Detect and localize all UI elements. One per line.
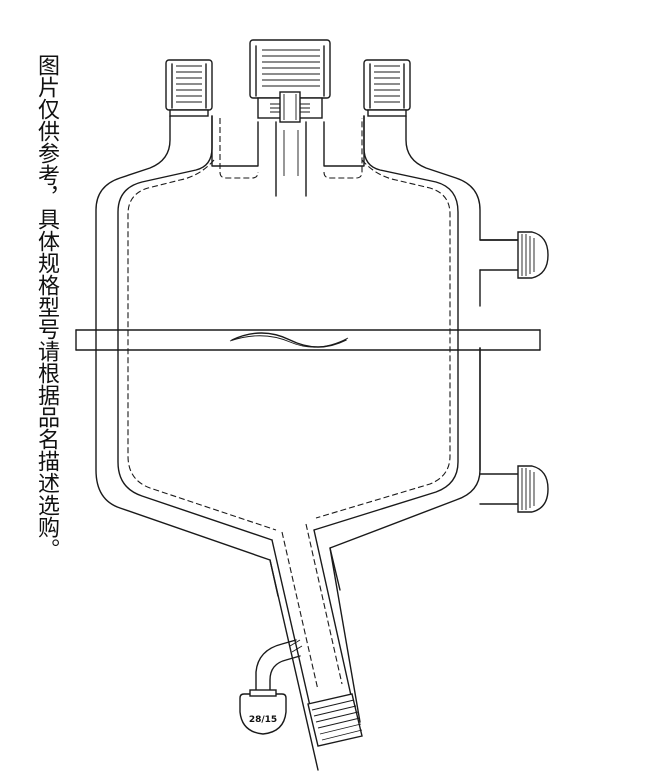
- upper-side-port: [479, 231, 549, 279]
- center-neck-thread: [249, 39, 331, 123]
- right-neck-thread: [363, 59, 411, 117]
- vessel-inner-wall: [211, 115, 365, 167]
- vessel-dashed-wall: [127, 118, 451, 531]
- left-neck-thread: [165, 59, 213, 117]
- ball-joint-label: 28/15: [249, 715, 277, 725]
- bottom-outlet-thread: [307, 693, 363, 747]
- bottom-outlet-tube: [269, 523, 353, 707]
- flange-band: [75, 329, 541, 351]
- lower-side-port: [479, 465, 549, 513]
- side-drain-arm: [239, 639, 303, 735]
- disclaimer-caption: 图片仅供参考，具体规格型号请根据品名描述选购。: [34, 54, 59, 560]
- jacket-outer-wall: [95, 115, 521, 771]
